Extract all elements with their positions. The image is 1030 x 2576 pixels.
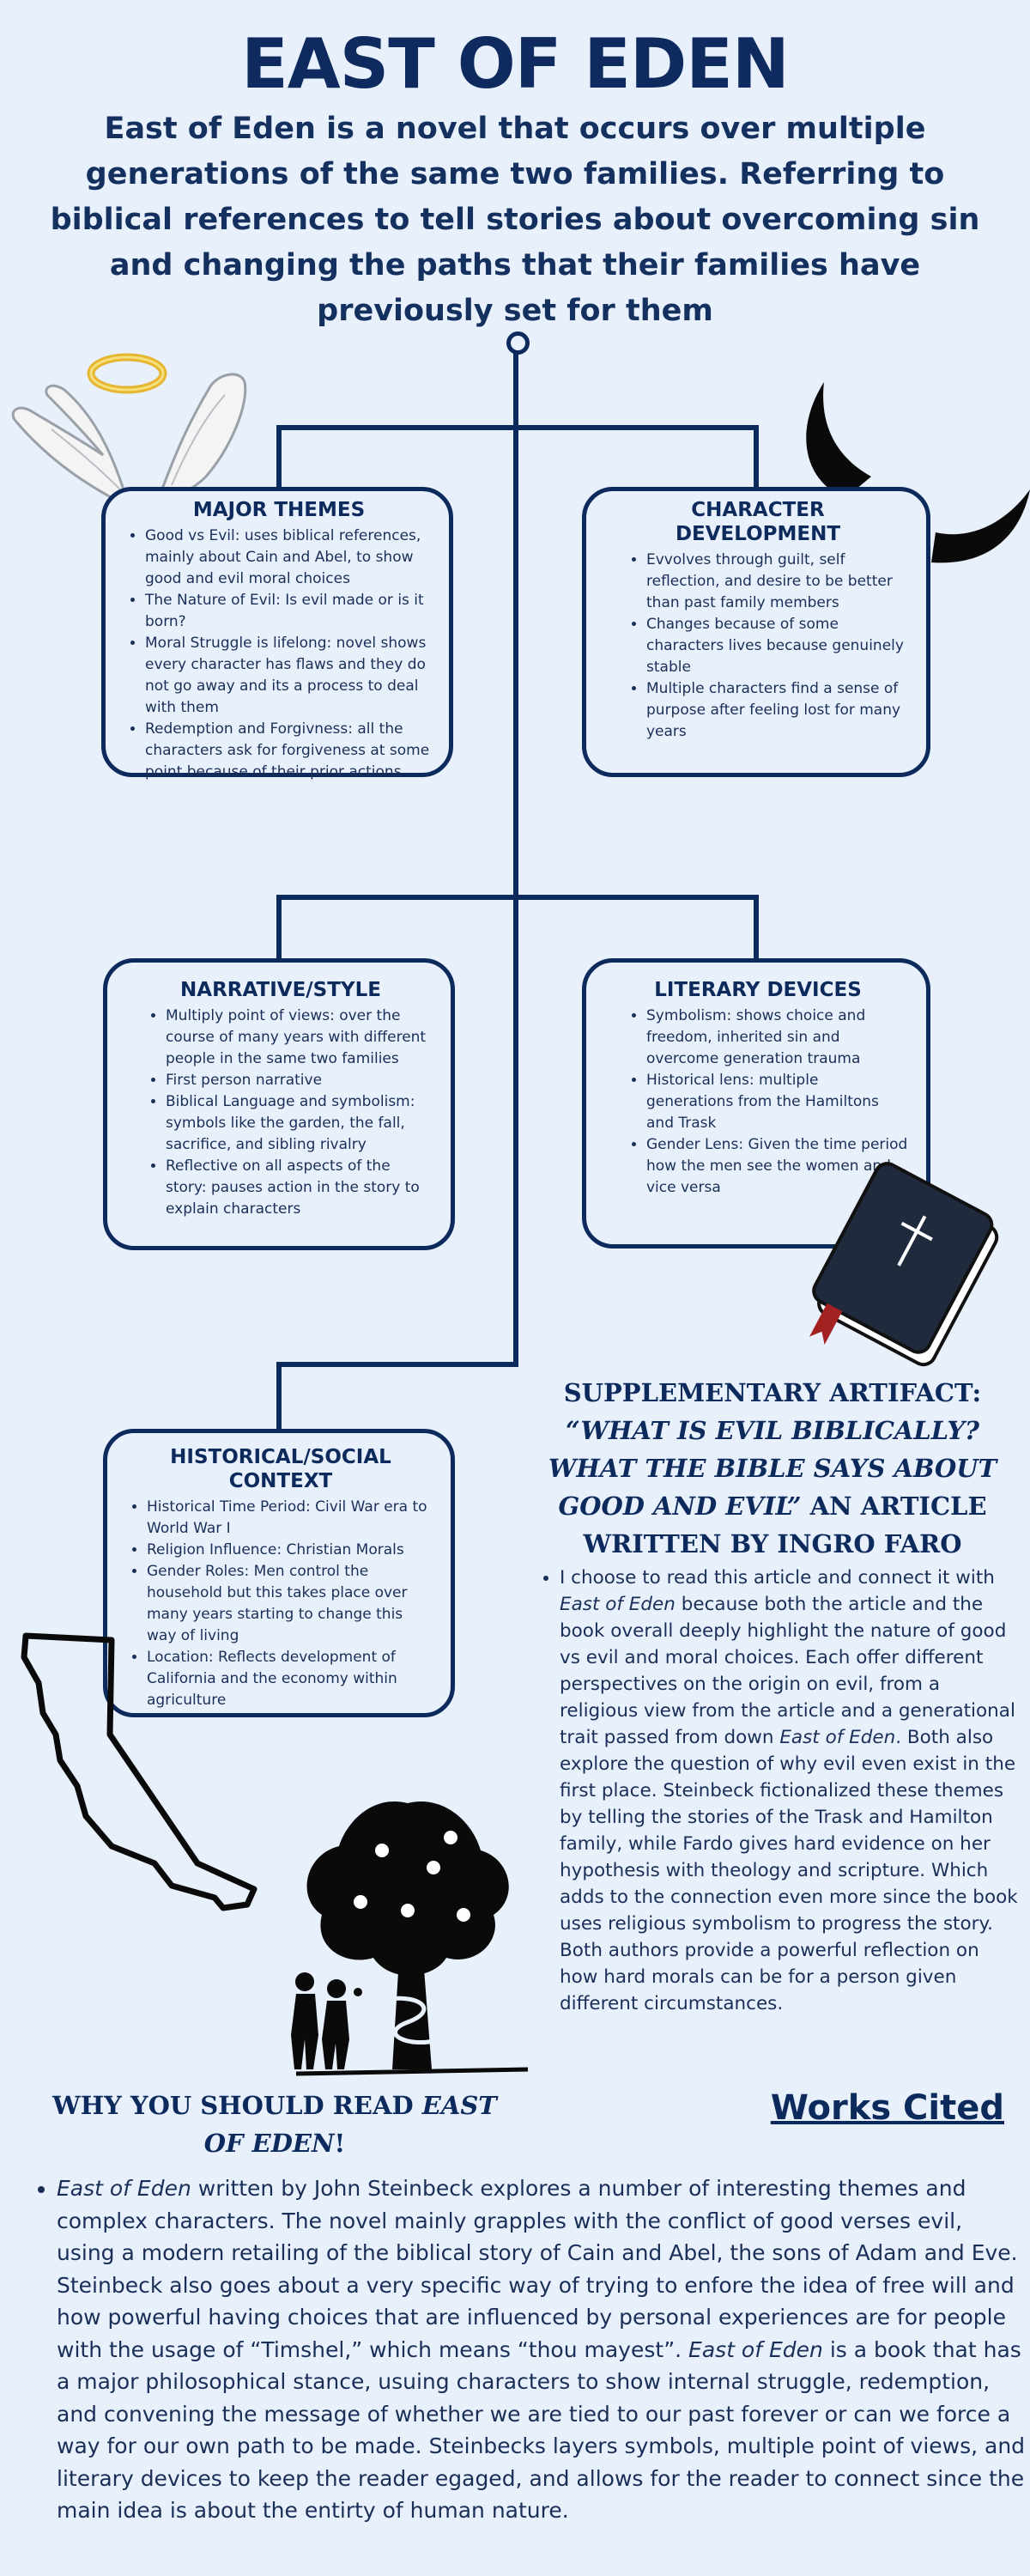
list-item: I choose to read this article and connec… — [560, 1564, 1019, 2017]
branch-mid-left-drop — [276, 895, 282, 960]
major-themes-list: Good vs Evil: uses biblical references, … — [126, 526, 432, 783]
branch-top — [276, 425, 759, 430]
book-title: East of Eden — [688, 2336, 823, 2362]
trunk-line — [513, 346, 518, 1364]
why-read-title-suffix: ! — [334, 2129, 346, 2158]
list-item: Multiple characters find a sense of purp… — [646, 678, 909, 743]
supplementary-body: I choose to read this article and connec… — [541, 1564, 1019, 2017]
list-item: Religion Influence: Christian Morals — [147, 1540, 433, 1561]
supplementary-text: I choose to read this article and connec… — [560, 1567, 995, 1589]
branch-low — [276, 1362, 518, 1367]
bible-icon — [809, 1162, 999, 1367]
list-item: Biblical Language and symbolism: symbols… — [166, 1091, 433, 1156]
list-item: Multiply point of views: over the course… — [166, 1005, 433, 1070]
tree-serpent-icon — [291, 1801, 529, 2076]
list-item: Historical lens: multiple generations fr… — [646, 1070, 909, 1134]
literary-devices-title: LITERARY DEVICES — [654, 979, 862, 1001]
book-title: East of Eden — [57, 2176, 191, 2201]
major-themes-box: MAJOR THEMES Good vs Evil: uses biblical… — [101, 487, 453, 781]
list-item: The Nature of Evil: Is evil made or is i… — [145, 590, 432, 633]
branch-mid — [276, 895, 759, 900]
california-map-icon — [21, 1632, 258, 1911]
historical-social-box: HISTORICAL/SOCIAL CONTEXT Historical Tim… — [103, 1429, 455, 1717]
book-title: East of Eden — [779, 1727, 896, 1748]
list-item: Reflective on all aspects of the story: … — [166, 1156, 433, 1220]
list-item: Moral Struggle is lifelong: novel shows … — [145, 633, 432, 719]
halo-wings-icon — [11, 353, 247, 509]
historical-social-title: HISTORICAL/SOCIAL CONTEXT — [170, 1446, 391, 1492]
intro-text: East of Eden is a novel that occurs over… — [50, 112, 980, 328]
why-read-text: written by John Steinbeck explores a num… — [57, 2176, 1018, 2362]
narrative-style-box: NARRATIVE/STYLE Multiply point of views:… — [103, 958, 455, 1250]
character-development-box: CHARACTER DEVELOPMENT Evvolves through g… — [582, 487, 930, 777]
supplementary-text: . Both also explore the question of why … — [560, 1727, 1018, 2014]
list-item: Gender Lens: Given the time period how t… — [646, 1134, 909, 1199]
supplementary-title-suffix: AN ARTICLE WRITTEN BY INGRO FARO — [583, 1492, 987, 1558]
character-development-title: CHARACTER DEVELOPMENT — [675, 499, 841, 545]
character-development-list: Evvolves through guilt, self reflection,… — [607, 550, 909, 743]
list-item: Changes because of some characters lives… — [646, 614, 909, 678]
why-read-title: WHY YOU SHOULD READ EAST OF EDEN! — [34, 2087, 515, 2162]
list-item: Location: Reflects development of Califo… — [147, 1647, 433, 1711]
why-read-text: is a book that has a major philosophical… — [57, 2336, 1026, 2524]
supplementary-text: because both the article and the book ov… — [560, 1594, 1015, 1748]
literary-devices-list: Symbolism: shows choice and freedom, inh… — [607, 1005, 909, 1199]
page-title: EAST OF EDEN — [241, 24, 790, 104]
why-read-title-book: EAST OF EDEN — [203, 2091, 497, 2158]
list-item: Historical Time Period: Civil War era to… — [147, 1497, 433, 1540]
major-themes-title: MAJOR THEMES — [192, 499, 366, 521]
list-item: East of Eden written by John Steinbeck e… — [57, 2172, 1027, 2527]
branch-top-right-drop — [754, 425, 759, 487]
branch-top-left-drop — [276, 425, 282, 487]
list-item: Symbolism: shows choice and freedom, inh… — [646, 1005, 909, 1070]
works-cited-heading: Works Cited — [770, 2088, 1004, 2128]
narrative-style-title: NARRATIVE/STYLE — [180, 979, 381, 1001]
devil-horns-icon — [806, 382, 1030, 563]
supplementary-article-title: “WHAT IS EVIL BIBLICALLY? WHAT THE BIBLE… — [548, 1416, 997, 1521]
historical-social-list: Historical Time Period: Civil War era to… — [128, 1497, 433, 1711]
why-read-body: East of Eden written by John Steinbeck e… — [31, 2172, 1027, 2527]
trunk-node — [506, 331, 530, 355]
branch-mid-right-drop — [754, 895, 759, 960]
book-title: East of Eden — [560, 1594, 676, 1615]
narrative-style-list: Multiply point of views: over the course… — [128, 1005, 433, 1220]
list-item: First person narrative — [166, 1070, 433, 1091]
list-item: Gender Roles: Men control the household … — [147, 1561, 433, 1647]
why-read-title-prefix: WHY YOU SHOULD READ — [52, 2091, 422, 2120]
supplementary-title: SUPPLEMENTARY ARTIFACT: “WHAT IS EVIL BI… — [532, 1374, 1013, 1563]
list-item: Redemption and Forgivness: all the chara… — [145, 719, 432, 783]
list-item: Evvolves through guilt, self reflection,… — [646, 550, 909, 614]
list-item: Good vs Evil: uses biblical references, … — [145, 526, 432, 590]
supplementary-title-prefix: SUPPLEMENTARY ARTIFACT: — [563, 1378, 982, 1407]
branch-low-left-drop — [276, 1362, 282, 1431]
